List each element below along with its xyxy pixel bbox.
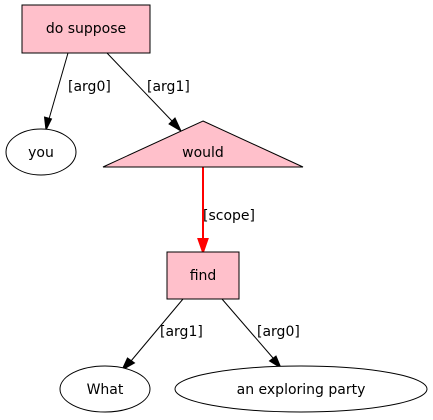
node-do-suppose: do suppose — [21, 4, 151, 54]
node-label: you — [28, 145, 54, 161]
edge-label-arg0: [arg0] — [257, 324, 300, 340]
node-what: What — [59, 365, 151, 413]
node-would: would — [102, 120, 304, 168]
node-label: do suppose — [46, 21, 126, 37]
node-label: would — [182, 145, 224, 161]
edge-label-scope: [scope] — [203, 208, 255, 224]
node-label: find — [190, 268, 217, 284]
edge-find-exploring-party: [arg0] — [221, 298, 300, 370]
edge-find-what: [arg1] — [120, 298, 203, 372]
node-exploring-party: an exploring party — [174, 365, 428, 413]
node-find: find — [166, 251, 240, 300]
node-label: What — [87, 382, 124, 398]
edge-label-arg1: [arg1] — [147, 79, 190, 95]
edge-label-arg0: [arg0] — [68, 79, 111, 95]
node-label: an exploring party — [237, 382, 366, 398]
node-you: you — [5, 128, 77, 176]
edge-do-suppose-would: [arg1] — [106, 52, 190, 133]
edge-do-suppose-you: [arg0] — [43, 52, 111, 132]
edge-would-find: [scope] — [197, 167, 255, 256]
edge-label-arg1: [arg1] — [160, 324, 203, 340]
